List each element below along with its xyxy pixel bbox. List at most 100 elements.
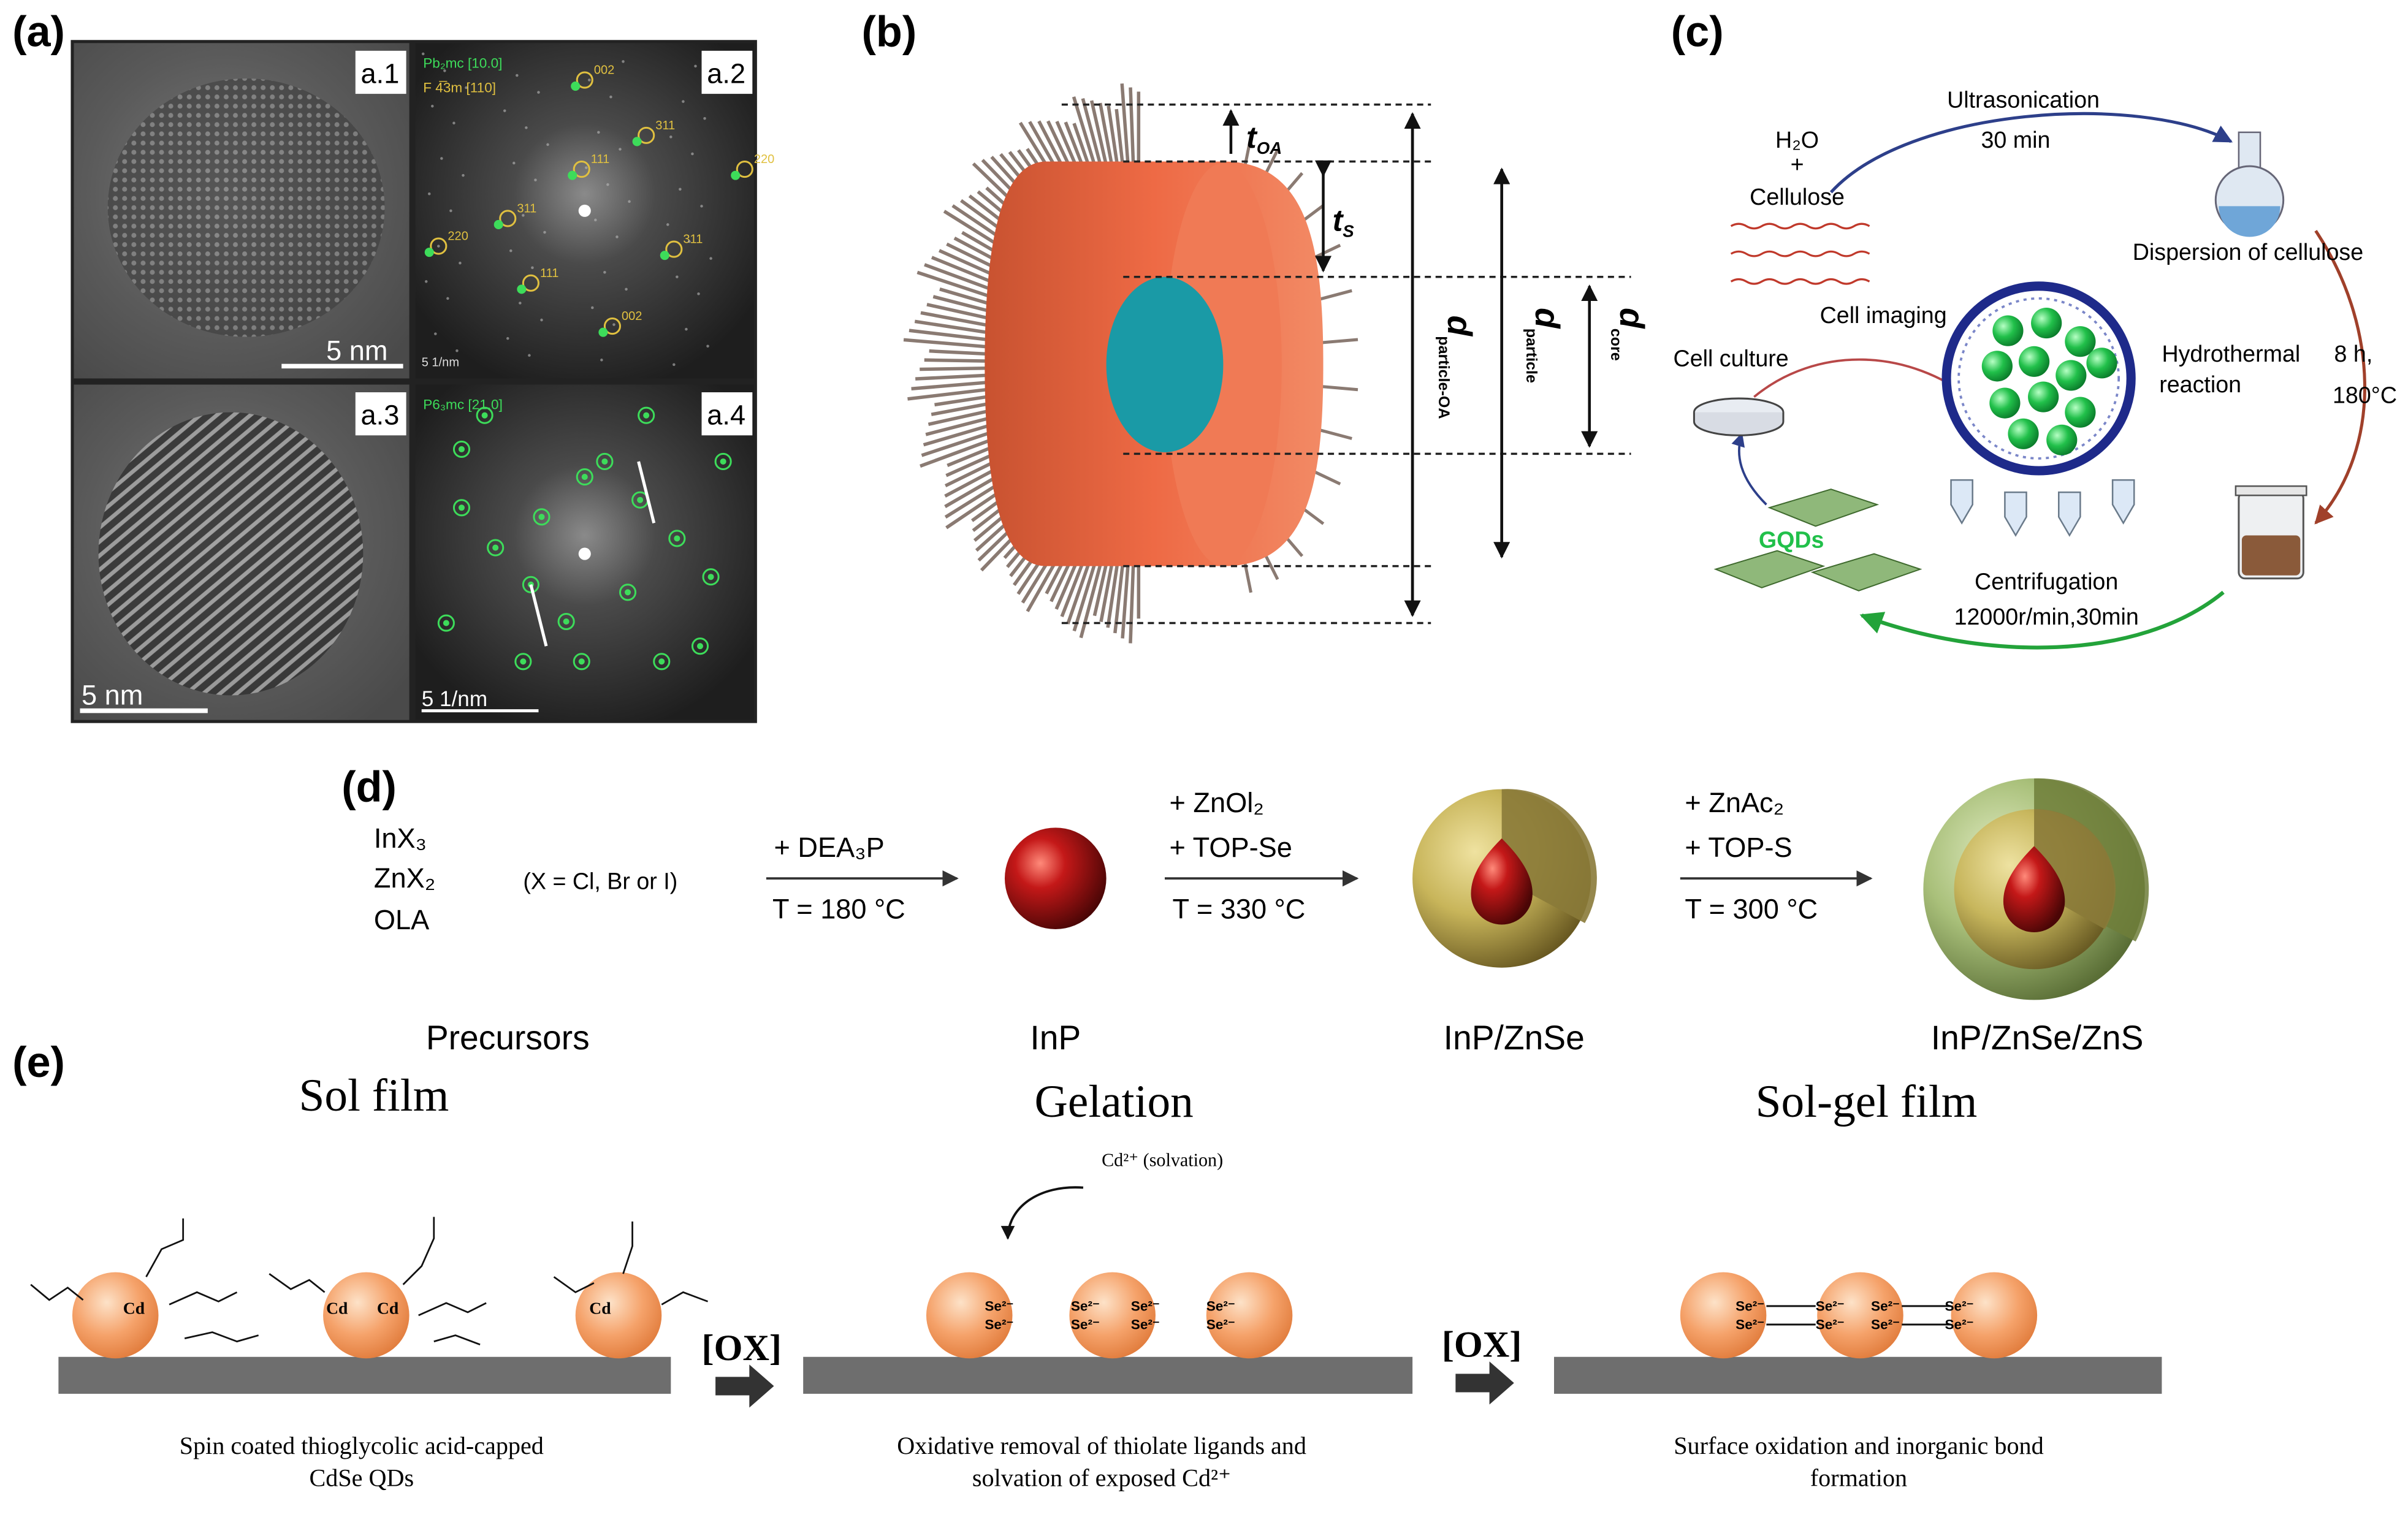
fft-spot-marker	[638, 126, 655, 144]
fluorescent-dot	[2086, 348, 2117, 379]
selenide-label: Se²⁻	[1206, 1298, 1235, 1314]
fft-noise-dot	[443, 69, 446, 72]
name-inp-znse-zns: InP/ZnSe/ZnS	[1931, 1019, 2144, 1057]
fft-spot	[458, 446, 465, 452]
fft-noise-dot	[522, 214, 525, 217]
fft-spot-marker	[452, 499, 471, 517]
scale-label: 5 1/nm	[422, 355, 459, 369]
cellulose-fibers-icon	[1730, 222, 1870, 285]
ligand-chain	[903, 338, 994, 349]
fft-spot	[517, 284, 527, 294]
ligand-chain	[1089, 100, 1110, 174]
selenide-label: Se²⁻	[1071, 1298, 1100, 1314]
fft-spot-marker	[596, 452, 614, 471]
fft-spot-marker	[714, 452, 732, 471]
inp-znse-particle	[1412, 789, 1597, 968]
fft-spot	[658, 658, 665, 665]
arrow-hydrothermal	[2314, 230, 2366, 525]
d-particle-label: dparticle	[1523, 308, 1566, 383]
fft-noise-dot	[688, 240, 691, 243]
fft-noise-dot	[691, 152, 694, 156]
thiolate-ligands	[30, 1217, 709, 1345]
caption-3-line-1: Surface oxidation and inorganic bond	[1674, 1432, 2043, 1459]
step1-temp: T = 180 °C	[772, 893, 905, 924]
fft-spot	[538, 514, 545, 520]
tube-icon	[2004, 491, 2027, 537]
miller-index-label: 002	[594, 63, 614, 77]
panel-c-label: (c)	[1671, 7, 1724, 55]
hydro-time: 8 h,	[2334, 341, 2373, 367]
ligand-chain	[1098, 102, 1115, 173]
tile-tag-box	[701, 50, 753, 94]
panel-d-label: (d)	[341, 762, 397, 811]
fft-noise-dot	[709, 257, 712, 260]
fft-noise-dot	[528, 354, 531, 357]
ligand-chain	[926, 303, 998, 322]
caption-2-line-1: Oxidative removal of thiolate ligands an…	[897, 1432, 1306, 1459]
fft-noise-dot	[685, 327, 688, 331]
fft-spot-marker	[638, 406, 655, 424]
fluorescent-dot	[2065, 397, 2096, 428]
fft-spot	[458, 504, 465, 511]
flask-icon	[2214, 131, 2285, 237]
selenide-label: Se²⁻	[1816, 1298, 1845, 1314]
fft-noise-dot	[509, 249, 512, 253]
miller-index-label: 311	[517, 202, 536, 215]
selenide-label: Se²⁻	[1871, 1298, 1900, 1314]
fft-spot	[443, 620, 449, 626]
panel-e-label: (e)	[12, 1038, 65, 1086]
tile-tag: a.3	[361, 400, 400, 431]
fft-spot	[492, 544, 499, 551]
fluorescent-dot	[1981, 351, 2013, 382]
cell-icon	[1941, 281, 2136, 476]
fft-spot-marker	[499, 210, 517, 227]
fft-spot-marker	[522, 576, 539, 593]
fft-noise-dot	[537, 91, 540, 94]
fft-noise-dot	[455, 349, 459, 352]
fft-spot	[598, 327, 608, 337]
nanocrystal-lattice	[98, 412, 364, 696]
cell-imaging-label: Cell imaging	[1820, 302, 1947, 328]
ligand-chain	[1106, 558, 1120, 628]
caption-2-line-2: solvation of exposed Cd²⁺	[972, 1464, 1231, 1492]
panel-a: (a) a.1 5 nm Pb₂mc [10.0] F 4̅3m [110] 0…	[12, 7, 774, 723]
ligand-bond	[184, 1331, 259, 1343]
scale-label: 5 nm	[82, 680, 143, 711]
precursor-line-2: ZnX₂	[374, 862, 435, 894]
ligand-bond	[269, 1273, 326, 1293]
title-sol-film: Sol film	[299, 1070, 449, 1121]
name-precursors: Precursors	[426, 1019, 590, 1057]
cd-labels: Cd Cd Cd Cd	[123, 1298, 611, 1317]
t-s-label: tS	[1333, 203, 1355, 240]
panel-e: (e) Sol film Gelation Sol-gel film Cd Cd…	[12, 1038, 2162, 1492]
step2-temp: T = 330 °C	[1173, 893, 1306, 924]
caption-1-line-2: CdSe QDs	[310, 1464, 414, 1492]
ligand-chain	[1107, 105, 1120, 172]
cellulose-label: Cellulose	[1750, 184, 1845, 210]
fft-spot	[481, 412, 488, 419]
precursor-line-1: InX₃	[374, 823, 427, 854]
fft-noise-dot	[669, 135, 672, 139]
fft-noise-dot	[440, 157, 443, 160]
ligand-chain	[911, 380, 994, 391]
phase-label-2: F 4̅3m [110]	[423, 80, 496, 96]
arrow-to-culture	[1731, 432, 1767, 506]
fft-spot-marker	[573, 161, 590, 178]
fft-noise-dot	[625, 287, 628, 291]
panel-b-label: (b)	[862, 7, 917, 55]
fft-spot-marker	[702, 568, 720, 586]
caption-1-line-1: Spin coated thioglycolic acid-capped	[180, 1432, 544, 1459]
fft-noise-dot	[421, 52, 425, 56]
qd-dots-stage-1	[72, 1272, 662, 1359]
fft-noise-dot	[543, 230, 546, 234]
fft-noise-dot	[449, 209, 452, 213]
fft-spot-marker	[603, 317, 621, 335]
fft-noise-dot	[424, 280, 428, 283]
ligand-chain	[929, 349, 994, 356]
substrate-2	[803, 1356, 1413, 1394]
panel-a-label: (a)	[12, 7, 65, 55]
fft-noise-dot	[525, 126, 528, 129]
fft-noise-dot	[676, 275, 679, 279]
